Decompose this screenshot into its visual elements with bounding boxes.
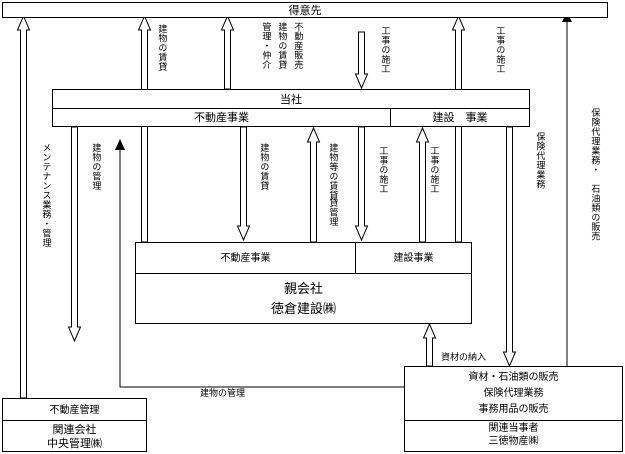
related-line1: 関連当事者 — [488, 423, 539, 434]
parent-divider-h — [136, 273, 471, 274]
label-right-col2: 石油類の販売 — [589, 184, 600, 241]
company-divider-h — [53, 108, 529, 109]
company-construction: 建設 事業 — [432, 111, 488, 124]
related-party-box: 資材・石油類の販売 保険代理業務 事務用品の販売 関連当事者 三徳物産㈱ — [404, 366, 623, 452]
arrow-company-sales-up — [220, 14, 235, 90]
arrow-construction-down-2 — [354, 126, 369, 242]
company-title: 当社 — [280, 93, 302, 106]
affiliate-box: 不動産管理 関連会社 中央管理㈱ — [2, 398, 147, 452]
parent-line1: 親会社 — [283, 282, 323, 297]
arrow-bldg-mgmt-down — [67, 126, 82, 343]
label-mid-lease-col1: 建物等の賃貸 — [327, 143, 338, 200]
parent-construction: 建設事業 — [393, 253, 434, 264]
related-line2: 三徳物産㈱ — [488, 436, 539, 447]
label-materials: 資材の納入 — [441, 353, 487, 363]
label-mid-rent: 建物の賃貸 — [258, 143, 269, 191]
arrow-construction-up-1 — [451, 14, 466, 243]
related-item-2: 保険代理業務 — [483, 388, 544, 399]
company-box: 当社 不動産事業 建設 事業 — [52, 89, 530, 127]
label-top-rent: 建物の賃貸 — [156, 24, 167, 72]
company-divider-v — [390, 108, 391, 126]
customer-box: 得意先 — [2, 2, 608, 18]
company-real-estate: 不動産事業 — [194, 111, 249, 124]
parent-line2: 徳倉建設㈱ — [270, 302, 336, 317]
label-mid-construction-2: 工事の施工 — [428, 146, 439, 194]
label-top-sales-col3: 管理・仲介 — [260, 22, 271, 70]
parent-box: 不動産事業 建設事業 親会社 徳倉建設㈱ — [135, 242, 472, 324]
arrow-construction-up-2 — [415, 126, 430, 243]
label-insurance: 保険代理業務 — [534, 132, 545, 189]
parent-real-estate: 不動産事業 — [220, 253, 271, 264]
parent-divider-v — [355, 243, 356, 273]
affiliate-divider — [3, 420, 146, 421]
label-top-sales-col2: 建物の賃貸 — [276, 22, 287, 70]
label-mid-lease-col2: 貸管理 — [327, 198, 338, 227]
arrow-construction-down-1 — [354, 31, 369, 90]
label-top-sales-col1: 不動産販売 — [292, 22, 303, 70]
label-top-construction-1: 工事の施工 — [379, 26, 390, 74]
affiliate-line1: 関連会社 — [52, 423, 97, 436]
related-item-3: 事務用品の販売 — [478, 404, 549, 415]
label-left-bldg-mgmt: 建物の管理 — [90, 143, 101, 191]
line-bldg-mgmt-bottom — [119, 150, 404, 388]
arrow-insurance-down — [502, 126, 517, 368]
label-left-maintenance: メンテナンス業務・管理 — [40, 143, 51, 248]
label-mid-construction-1: 工事の施工 — [377, 146, 388, 194]
arrowhead-bldg-mgmt-left — [115, 139, 125, 150]
related-item-1: 資材・石油類の販売 — [468, 372, 559, 383]
affiliate-header: 不動産管理 — [49, 405, 100, 416]
arrow-maintenance-up — [16, 14, 31, 399]
label-bottom-bldg-mgmt: 建物の管理 — [200, 389, 246, 399]
related-divider — [405, 420, 622, 421]
arrow-lease-up — [306, 126, 321, 243]
label-top-construction-2: 工事の施工 — [494, 26, 505, 74]
arrow-materials-up — [422, 322, 437, 367]
affiliate-line2: 中央管理㈱ — [47, 437, 102, 450]
label-right-col1: 保険代理業務・ — [589, 108, 600, 175]
arrow-parent-rent-up — [137, 14, 152, 243]
customer-label: 得意先 — [288, 4, 322, 17]
arrow-rent-down — [236, 126, 251, 242]
